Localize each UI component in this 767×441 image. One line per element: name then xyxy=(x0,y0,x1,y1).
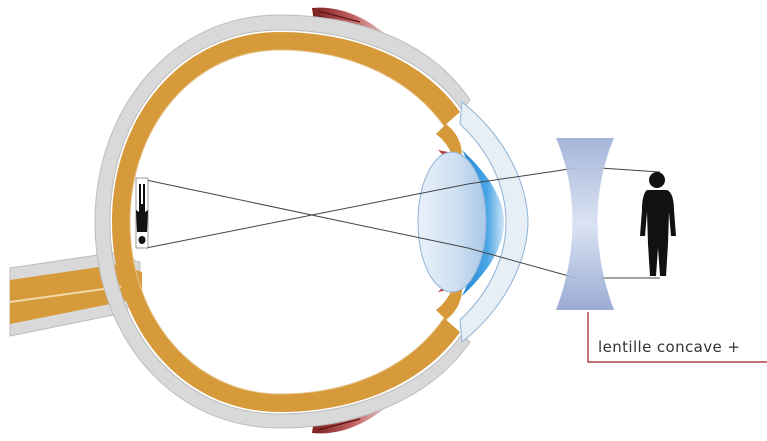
retinal-image xyxy=(136,178,148,248)
crystalline-lens xyxy=(418,152,486,292)
retina-outline xyxy=(130,50,444,394)
concave-lens xyxy=(556,138,614,310)
lens-label: lentille concave + xyxy=(598,338,740,356)
person-silhouette xyxy=(640,172,676,276)
lens-callout: lentille concave + xyxy=(588,312,767,362)
